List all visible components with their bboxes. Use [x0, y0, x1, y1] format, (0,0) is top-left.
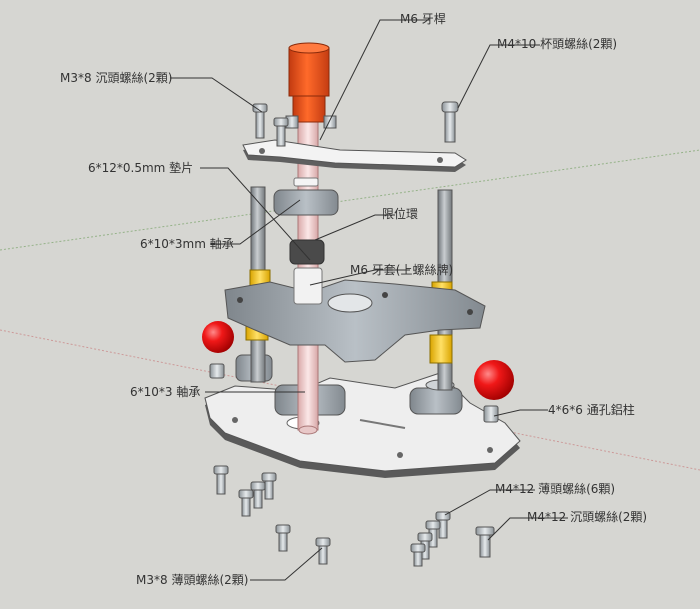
label-limit-ring: 限位環 — [382, 206, 418, 221]
label-m4x10-cap: M4*10 杯頭螺絲(2顆) — [497, 36, 617, 51]
label-m4x12-thin: M4*12 薄頭螺絲(6顆) — [495, 481, 615, 496]
label-m3x8-csk: M3*8 沉頭螺絲(2顆) — [60, 70, 172, 85]
label-standoff: 4*6*6 通孔鋁柱 — [548, 402, 635, 417]
label-m3x8-thin: M3*8 薄頭螺絲(2顆) — [136, 572, 248, 587]
motor — [285, 42, 337, 129]
label-m4x12-csk: M4*12 沉頭螺絲(2顆) — [527, 509, 647, 524]
label-m6-nut: M6 牙套(上螺絲牌) — [350, 262, 453, 277]
red-balls — [202, 321, 514, 400]
main-carriage — [224, 279, 486, 363]
bottom-screws — [213, 465, 495, 567]
leader-lines — [170, 19, 568, 581]
screw-stack — [273, 177, 339, 305]
label-washer: 6*12*0.5mm 墊片 — [88, 161, 193, 175]
top-screws — [252, 101, 459, 147]
label-bearing-6x10x3: 6*10*3 軸承 — [130, 385, 200, 399]
base-plate — [204, 372, 521, 478]
label-m6-rod: M6 牙桿 — [400, 11, 446, 26]
part-labels: M6 牙桿 M4*10 杯頭螺絲(2顆) M3*8 沉頭螺絲(2顆) 6*12*… — [60, 11, 647, 587]
label-bearing-6x10x3mm: 6*10*3mm 軸承 — [140, 237, 234, 251]
top-bracket — [242, 139, 467, 172]
